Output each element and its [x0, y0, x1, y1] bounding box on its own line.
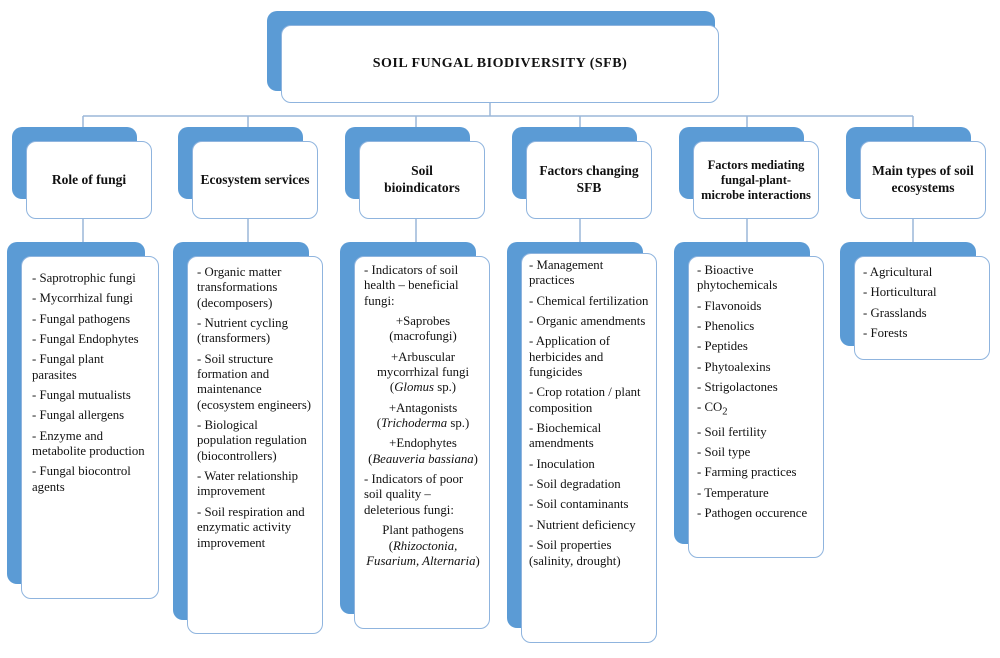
list-item: - Biochemical amendments	[529, 421, 602, 451]
endophytes-species: Beauveria bassiana	[372, 451, 474, 466]
endophytes-item: +Endophytes (Beauveria bassiana)	[364, 436, 482, 467]
list-item: - Soil contaminants	[529, 497, 629, 512]
list-item: - Farming practices	[697, 465, 797, 480]
antagonists-sp: sp.	[450, 416, 465, 431]
list-item: - Organic matter transformations (decomp…	[197, 265, 282, 310]
list-item: - Bioactive phytochemicals	[697, 263, 778, 293]
main-soil-ecosystems-header: Main types of soil ecosystems	[860, 141, 986, 219]
factors-changing-sfb-list: - Management practices - Chemical fertili…	[521, 253, 657, 643]
list-item: - Management practices	[529, 258, 604, 288]
mediating-items-b: - Soil fertility - Soil type - Farming pra…	[697, 425, 816, 522]
co2-prefix: - CO	[697, 400, 723, 415]
list-item: - Phenolics	[697, 319, 755, 334]
antagonists-label: +Antagonists	[388, 400, 458, 415]
list-item: - Crop rotation / plant composition	[529, 385, 641, 415]
saprobes-item: +Saprobes (macrofungi)	[364, 314, 482, 345]
soil-bioindicators-header: Soil bioindicators	[359, 141, 485, 219]
list-item: - Soil degradation	[529, 477, 621, 492]
role-of-fungi-header: Role of fungi	[26, 141, 152, 219]
main-soil-ecosystems-header-text: Main types of soil ecosystems	[872, 163, 974, 195]
poor-quality-intro: - Indicators of poor soil quality – dele…	[364, 472, 464, 517]
list-item: - Fungal allergens	[32, 408, 125, 423]
factors-changing-sfb-header-text: Factors changing SFB	[539, 163, 639, 195]
factors-changing-sfb-header: Factors changing SFB	[526, 141, 652, 219]
list-item: - Soil structure formation and maintenan…	[197, 351, 312, 412]
factors-mediating-list: - Bioactive phytochemicals - Flavonoids - …	[688, 256, 824, 558]
health-indicators-intro: - Indicators of soil health – beneficial…	[364, 263, 459, 308]
list-item: - Forests	[863, 326, 908, 341]
list-item: - Water relationship improvement	[197, 469, 299, 499]
mediating-items-a: - Bioactive phytochemicals - Flavonoids - …	[697, 263, 816, 395]
soil-bioindicators-header-text: Soil bioindicators	[384, 163, 460, 195]
list-item: - Grasslands	[863, 305, 927, 320]
plant-pathogens-label: Plant pathogens	[382, 523, 464, 538]
list-item: - Mycorrhizal fungi	[32, 291, 133, 306]
list-item: - Fungal plant parasites	[32, 352, 104, 382]
endophytes-label: +Endophytes	[389, 436, 457, 451]
list-item: - Peptides	[697, 339, 748, 354]
saprobes-label: +Saprobes	[395, 314, 451, 329]
ecosystem-services-header: Ecosystem services	[192, 141, 318, 219]
factors-mediating-header-text: Factors mediating fungal-plant-microbe i…	[701, 157, 811, 202]
list-item: - Strigolactones	[697, 380, 778, 395]
saprobes-note: (macrofungi)	[389, 329, 457, 344]
list-item: - Soil fertility	[697, 424, 767, 439]
co2-subscript: 2	[722, 406, 728, 418]
list-item: - Soil respiration and enzymatic activit…	[197, 504, 305, 550]
list-item: - Soil properties (salinity, drought)	[529, 538, 621, 568]
plant-pathogens-item: Plant pathogens (Rhizoctonia, Fusarium, …	[364, 523, 482, 569]
amf-genus: Glomus	[394, 380, 435, 395]
amf-item: +Arbuscular mycorrhizal fungi (Glomus sp…	[376, 349, 470, 395]
factors-changing-sfb-items: - Management practices - Chemical fertili…	[529, 258, 649, 569]
list-item: - Soil type	[697, 445, 751, 460]
amf-label: +Arbuscular mycorrhizal fungi	[376, 349, 470, 380]
list-item: - Horticultural	[863, 285, 937, 300]
list-item: - Enzyme and metabolite production	[32, 428, 145, 459]
list-item: - CO2	[697, 400, 816, 419]
diagram-title: SOIL FUNGAL BIODIVERSITY (SFB)	[281, 25, 719, 103]
list-item: - Nutrient cycling (transformers)	[197, 316, 288, 346]
role-of-fungi-items: - Saprotrophic fungi - Mycorrhizal fungi -…	[32, 271, 150, 495]
role-of-fungi-header-text: Role of fungi	[51, 171, 127, 187]
list-item: - Pathogen occurence	[697, 506, 808, 521]
list-item: - Flavonoids	[697, 298, 762, 313]
list-item: - Fungal biocontrol agents	[32, 464, 131, 494]
list-item: - Organic amendments	[529, 314, 646, 329]
ecosystem-services-list: - Organic matter transformations (decomp…	[187, 256, 323, 634]
list-item: - Inoculation	[529, 456, 595, 471]
antagonists-item: +Antagonists (Trichoderma sp.)	[364, 401, 482, 432]
factors-mediating-header: Factors mediating fungal-plant-microbe i…	[693, 141, 819, 219]
list-item: - Fungal pathogens	[32, 311, 131, 326]
list-item: - Nutrient deficiency	[529, 517, 636, 532]
role-of-fungi-list: - Saprotrophic fungi - Mycorrhizal fungi -…	[21, 256, 159, 599]
main-soil-ecosystems-list: - Agricultural - Horticultural - Grassland…	[854, 256, 990, 360]
list-item: - Agricultural	[863, 265, 933, 279]
list-item: - Chemical fertilization	[529, 293, 649, 308]
list-item: - Application of herbicides and fungicid…	[529, 334, 611, 380]
list-item: - Phytoalexins	[697, 359, 771, 374]
list-item: - Fungal Endophytes	[32, 332, 139, 347]
main-soil-ecosystems-items: - Agricultural - Horticultural - Grassland…	[863, 265, 982, 341]
amf-sp: sp.	[437, 380, 452, 395]
list-item: - Biological population regulation (bioc…	[197, 418, 307, 463]
soil-bioindicators-list: - Indicators of soil health – beneficial…	[354, 256, 490, 629]
ecosystem-services-items: - Organic matter transformations (decomp…	[197, 265, 315, 551]
title-text: SOIL FUNGAL BIODIVERSITY (SFB)	[372, 56, 628, 71]
antagonists-genus: Trichoderma	[381, 416, 448, 431]
list-item: - Fungal mutualists	[32, 388, 131, 403]
list-item: - Temperature	[697, 485, 769, 500]
plant-pathogens-genera: Rhizoctonia, Fusarium, Alternaria	[366, 538, 476, 568]
list-item: - Saprotrophic fungi	[32, 271, 136, 285]
factors-mediating-items: - Bioactive phytochemicals - Flavonoids - …	[697, 263, 816, 521]
ecosystem-services-header-text: Ecosystem services	[200, 171, 310, 187]
